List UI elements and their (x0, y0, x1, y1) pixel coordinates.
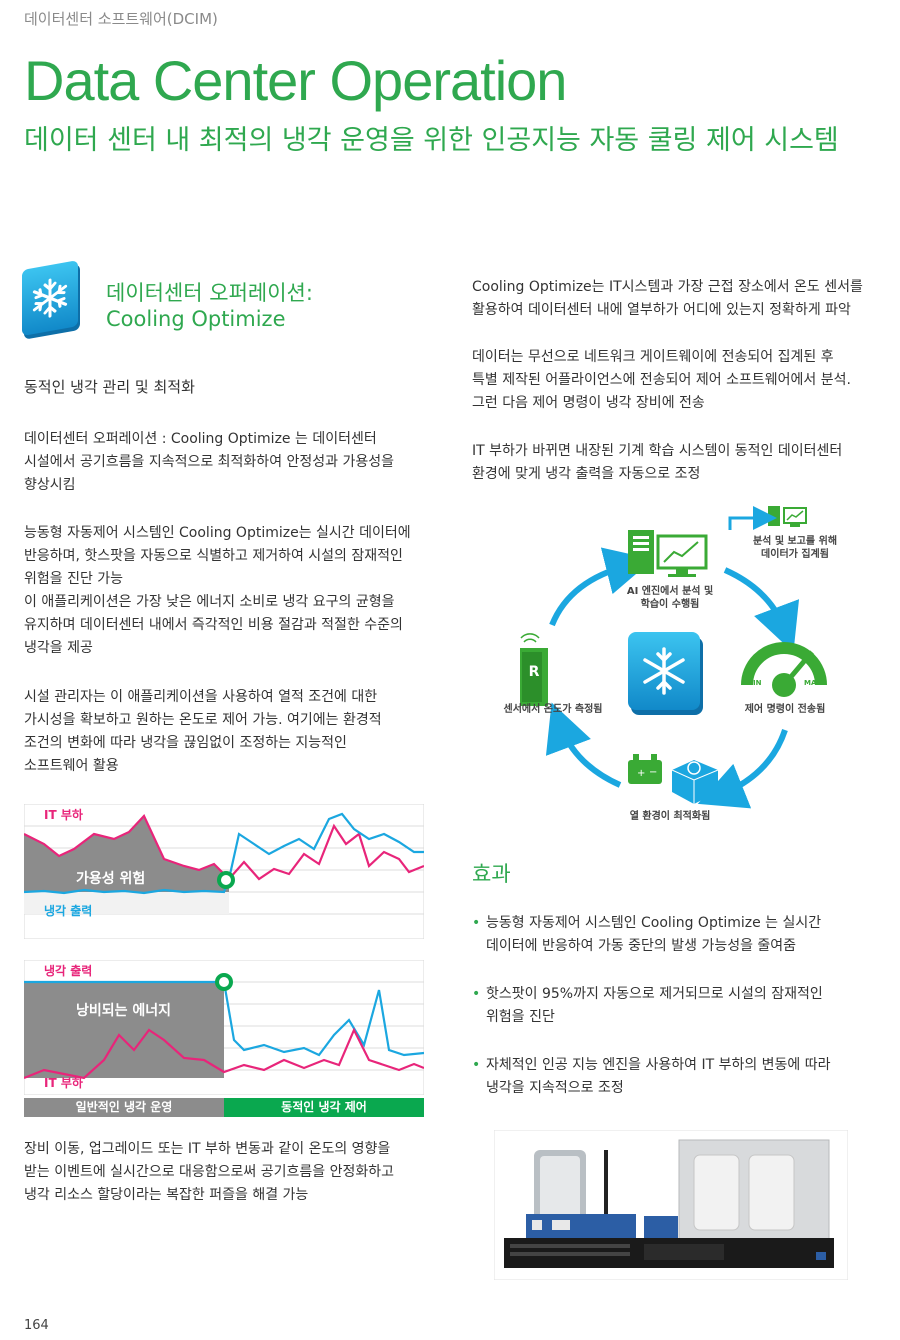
thermal-unit-icon: + − (628, 754, 719, 804)
gauge-max-label: MAX (804, 679, 822, 687)
chart-it-load-vs-cooling (24, 804, 424, 939)
svg-text:−: − (649, 767, 657, 778)
effect-item: 핫스팟이 95%까지 자동으로 제거되므로 시설의 잠재적인 위험을 진단 (472, 983, 872, 1029)
chart-cooling-waste (24, 960, 424, 1095)
gauge-min-label: MIN (746, 679, 762, 687)
page-title: Data Center Operation (24, 49, 567, 112)
cycle-label-sensor: 센서에서 온도가 측정됨 (503, 704, 603, 715)
chart2-waste-label: 낭비되는 에너지 (76, 1003, 172, 1019)
chart1-cooling-label: 냉각 출력 (44, 904, 93, 918)
effects-title: 효과 (472, 862, 511, 886)
left-heading: 동적인 냉각 관리 및 최적화 (24, 378, 195, 396)
right-para-3: IT 부하가 바뀌면 내장된 기계 학습 시스템이 동적인 데이터센터 환경에 … (472, 443, 843, 482)
effects-list: 능동형 자동제어 시스템인 Cooling Optimize 는 실시간 데이터… (472, 912, 872, 1125)
right-para-2: 데이터는 무선으로 네트워크 게이트웨이에 전송되어 집계된 후 특별 제작된 … (472, 349, 851, 411)
left-para-2: 능동형 자동제어 시스템인 Cooling Optimize는 실시간 데이터에… (24, 525, 411, 656)
cycle-label-aggregate: 분석 및 보고를 위해 데이터가 집계됨 (752, 536, 838, 560)
cooling-cycle-diagram: R MIN MAX + − (520, 506, 827, 809)
svg-text:+: + (637, 768, 645, 779)
cycle-label-optimized: 열 환경이 최적화됨 (629, 811, 711, 822)
snowflake-icon (22, 261, 80, 339)
effect-item: 자체적인 인공 지능 엔진을 사용하여 IT 부하의 변동에 따라 냉각을 지속… (472, 1054, 872, 1100)
effect-item: 능동형 자동제어 시스템인 Cooling Optimize 는 실시간 데이터… (472, 912, 872, 958)
section-title: 데이터센터 오퍼레이션: Cooling Optimize (106, 281, 313, 331)
left-para-1: 데이터센터 오퍼레이션 : Cooling Optimize 는 데이터센터 시… (24, 431, 395, 493)
temperature-sensor-icon: R (520, 633, 548, 706)
left-para-3: 시설 관리자는 이 애플리케이션을 사용하여 열적 조건에 대한 가시성을 확보… (24, 689, 382, 774)
cycle-label-control: 제어 명령이 전송됨 (744, 704, 826, 715)
chart1-it-load-label: IT 부하 (44, 808, 83, 822)
chart2-cooling-label: 냉각 출력 (44, 964, 93, 978)
left-para-4: 장비 이동, 업그레이드 또는 IT 부하 변동과 같이 온도의 영향을 받는 … (24, 1141, 395, 1203)
sensor-letter: R (529, 664, 540, 680)
right-para-1: Cooling Optimize는 IT시스템과 가장 근접 장소에서 온도 센… (472, 279, 863, 318)
mode-normal-bar: 일반적인 냉각 운영 (24, 1098, 224, 1117)
mode-dynamic-bar: 동적인 냉각 제어 (224, 1098, 424, 1117)
category-label: 데이터센터 소프트웨어(DCIM) (24, 10, 218, 28)
center-snowflake-icon (628, 632, 703, 715)
ai-engine-computer-icon (628, 530, 708, 577)
page-subtitle: 데이터 센터 내 최적의 냉각 운영을 위한 인공지능 자동 쿨링 제어 시스템 (24, 125, 839, 156)
chart2-it-load-label: IT 부하 (44, 1076, 83, 1090)
control-gauge-icon: MIN MAX (741, 642, 827, 697)
cycle-label-ai: AI 엔진에서 분석 및 학습이 수행됨 (626, 586, 714, 610)
page-number: 164 (24, 1318, 49, 1333)
reporting-computers-icon (768, 506, 807, 527)
chart1-risk-label: 가용성 위험 (76, 871, 146, 887)
product-hardware-image (494, 1130, 848, 1280)
